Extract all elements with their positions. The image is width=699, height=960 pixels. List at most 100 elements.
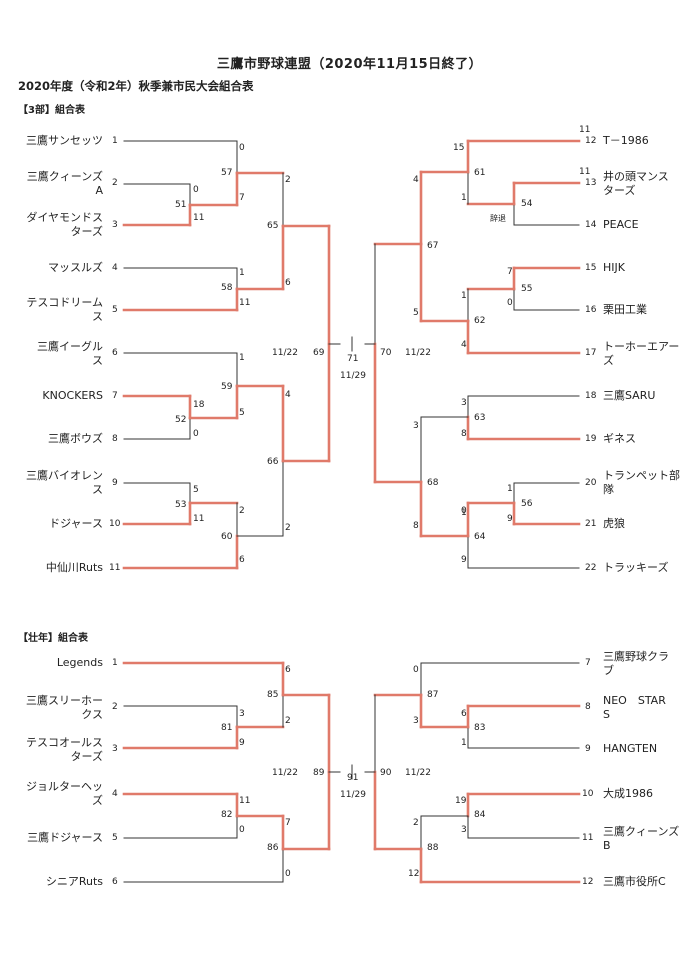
- team-name: ジョルターヘッ: [26, 780, 103, 793]
- score: 19: [455, 796, 467, 806]
- score: 8: [461, 429, 467, 439]
- game-number: 56: [521, 499, 533, 509]
- team-name-line2: ズ: [603, 354, 614, 367]
- team-seed: 15: [585, 263, 597, 273]
- team-name: 虎狼: [603, 517, 625, 530]
- score: 5: [193, 485, 199, 495]
- team-name: 三鷹野球クラ: [603, 650, 669, 663]
- round-date: 11/22: [405, 348, 431, 358]
- team-name: HANGTEN: [603, 742, 658, 755]
- score: 7: [285, 818, 291, 828]
- team-seed: 10: [582, 789, 594, 799]
- score: 2: [413, 818, 419, 828]
- team-name: 三鷹ボウズ: [48, 432, 103, 445]
- team-seed: 22: [585, 563, 597, 573]
- score: 7: [507, 267, 513, 277]
- team-name: 中仙川Ruts: [45, 561, 103, 574]
- game-number: 59: [221, 382, 233, 392]
- team-seed: 3: [112, 744, 118, 754]
- team-seed: 2: [112, 702, 118, 712]
- game-number: 85: [267, 690, 279, 700]
- team-name: トランペット部: [603, 469, 680, 482]
- game-number: 67: [427, 241, 439, 251]
- game-number: 84: [474, 810, 486, 820]
- score: 2: [239, 506, 245, 516]
- score: 7: [239, 193, 245, 203]
- team-seed: 8: [112, 434, 118, 444]
- team-name-line2: ズ: [92, 794, 103, 807]
- team-name-line2: B: [603, 839, 611, 852]
- score: 2: [285, 716, 291, 726]
- team-name: 栗田工業: [603, 303, 647, 316]
- team-name: 三鷹スリーホー: [26, 694, 103, 707]
- withdrawal-note: 辞退: [490, 214, 506, 223]
- document-title: 三鷹市野球連盟（2020年11月15日終了）: [216, 57, 483, 72]
- team-name: KNOCKERS: [42, 389, 103, 402]
- team-name: 三鷹クィーンズ: [26, 170, 103, 183]
- team-seed: 5: [112, 305, 118, 315]
- team-seed: 6: [112, 877, 118, 887]
- score: 6: [285, 665, 291, 675]
- team-name: 三鷹サンセッツ: [26, 134, 103, 147]
- score: 0: [193, 185, 199, 195]
- score: 18: [193, 400, 205, 410]
- section-label-senior: 【壮年】組合表: [18, 633, 88, 644]
- score: 4: [461, 340, 467, 350]
- game-number: 87: [427, 690, 439, 700]
- team-name-line2: A: [95, 184, 103, 197]
- team-seed: 11: [582, 833, 594, 843]
- game-number: 57: [221, 168, 233, 178]
- team-seed: 8: [585, 702, 591, 712]
- score: 1: [239, 268, 245, 278]
- team-seed: 9: [585, 744, 591, 754]
- team-name: テスコオールス: [26, 736, 103, 749]
- game-number: 63: [474, 413, 486, 423]
- game-number: 90: [380, 768, 392, 778]
- team-seed: 4: [112, 789, 118, 799]
- team-name: マッスルズ: [48, 261, 103, 274]
- score: 3: [413, 716, 419, 726]
- team-seed: 5: [112, 833, 118, 843]
- team-seed: 1: [112, 136, 118, 146]
- team-name-line2: S: [603, 708, 610, 721]
- score: 0: [239, 825, 245, 835]
- game-number: 91: [347, 773, 359, 783]
- team-name: シニアRuts: [45, 875, 103, 888]
- score: 9: [461, 555, 467, 565]
- team-name-line2: ターズ: [70, 750, 103, 763]
- score: 6: [239, 555, 245, 565]
- team-seed: 7: [585, 658, 591, 668]
- team-name: 三鷹クィーンズ: [603, 825, 680, 838]
- score: 4: [413, 175, 419, 185]
- team-seed: 1: [112, 658, 118, 668]
- score: 11: [239, 298, 251, 308]
- team-seed: 17: [585, 348, 597, 358]
- bracket-line-group: [122, 139, 581, 884]
- score: 1: [239, 353, 245, 363]
- team-seed: 6: [112, 348, 118, 358]
- score: 3: [413, 421, 419, 431]
- game-number: 89: [313, 768, 325, 778]
- game-number: 51: [175, 200, 187, 210]
- team-name: トーホーエアー: [603, 340, 680, 353]
- team-name: トラッキーズ: [603, 561, 669, 574]
- game-number: 86: [267, 843, 279, 853]
- game-number: 65: [267, 221, 279, 231]
- team-seed: 13: [585, 178, 597, 188]
- team-seed: 10: [109, 519, 121, 529]
- section-label-div3: 【3部】組合表: [18, 105, 85, 116]
- score: 1: [461, 738, 467, 748]
- score: 11: [193, 213, 205, 223]
- team-name: PEACE: [603, 218, 639, 231]
- game-number: 69: [313, 348, 325, 358]
- score: 2: [285, 175, 291, 185]
- round-date: 11/22: [272, 348, 298, 358]
- score: 1: [461, 193, 467, 203]
- team-name: 三鷹ドジャース: [27, 831, 103, 844]
- score: 3: [461, 398, 467, 408]
- team-name: テスコドリーム: [26, 296, 103, 309]
- round-date: 11/22: [272, 768, 298, 778]
- team-seed: 18: [585, 391, 597, 401]
- team-name-line2: 隊: [603, 483, 614, 496]
